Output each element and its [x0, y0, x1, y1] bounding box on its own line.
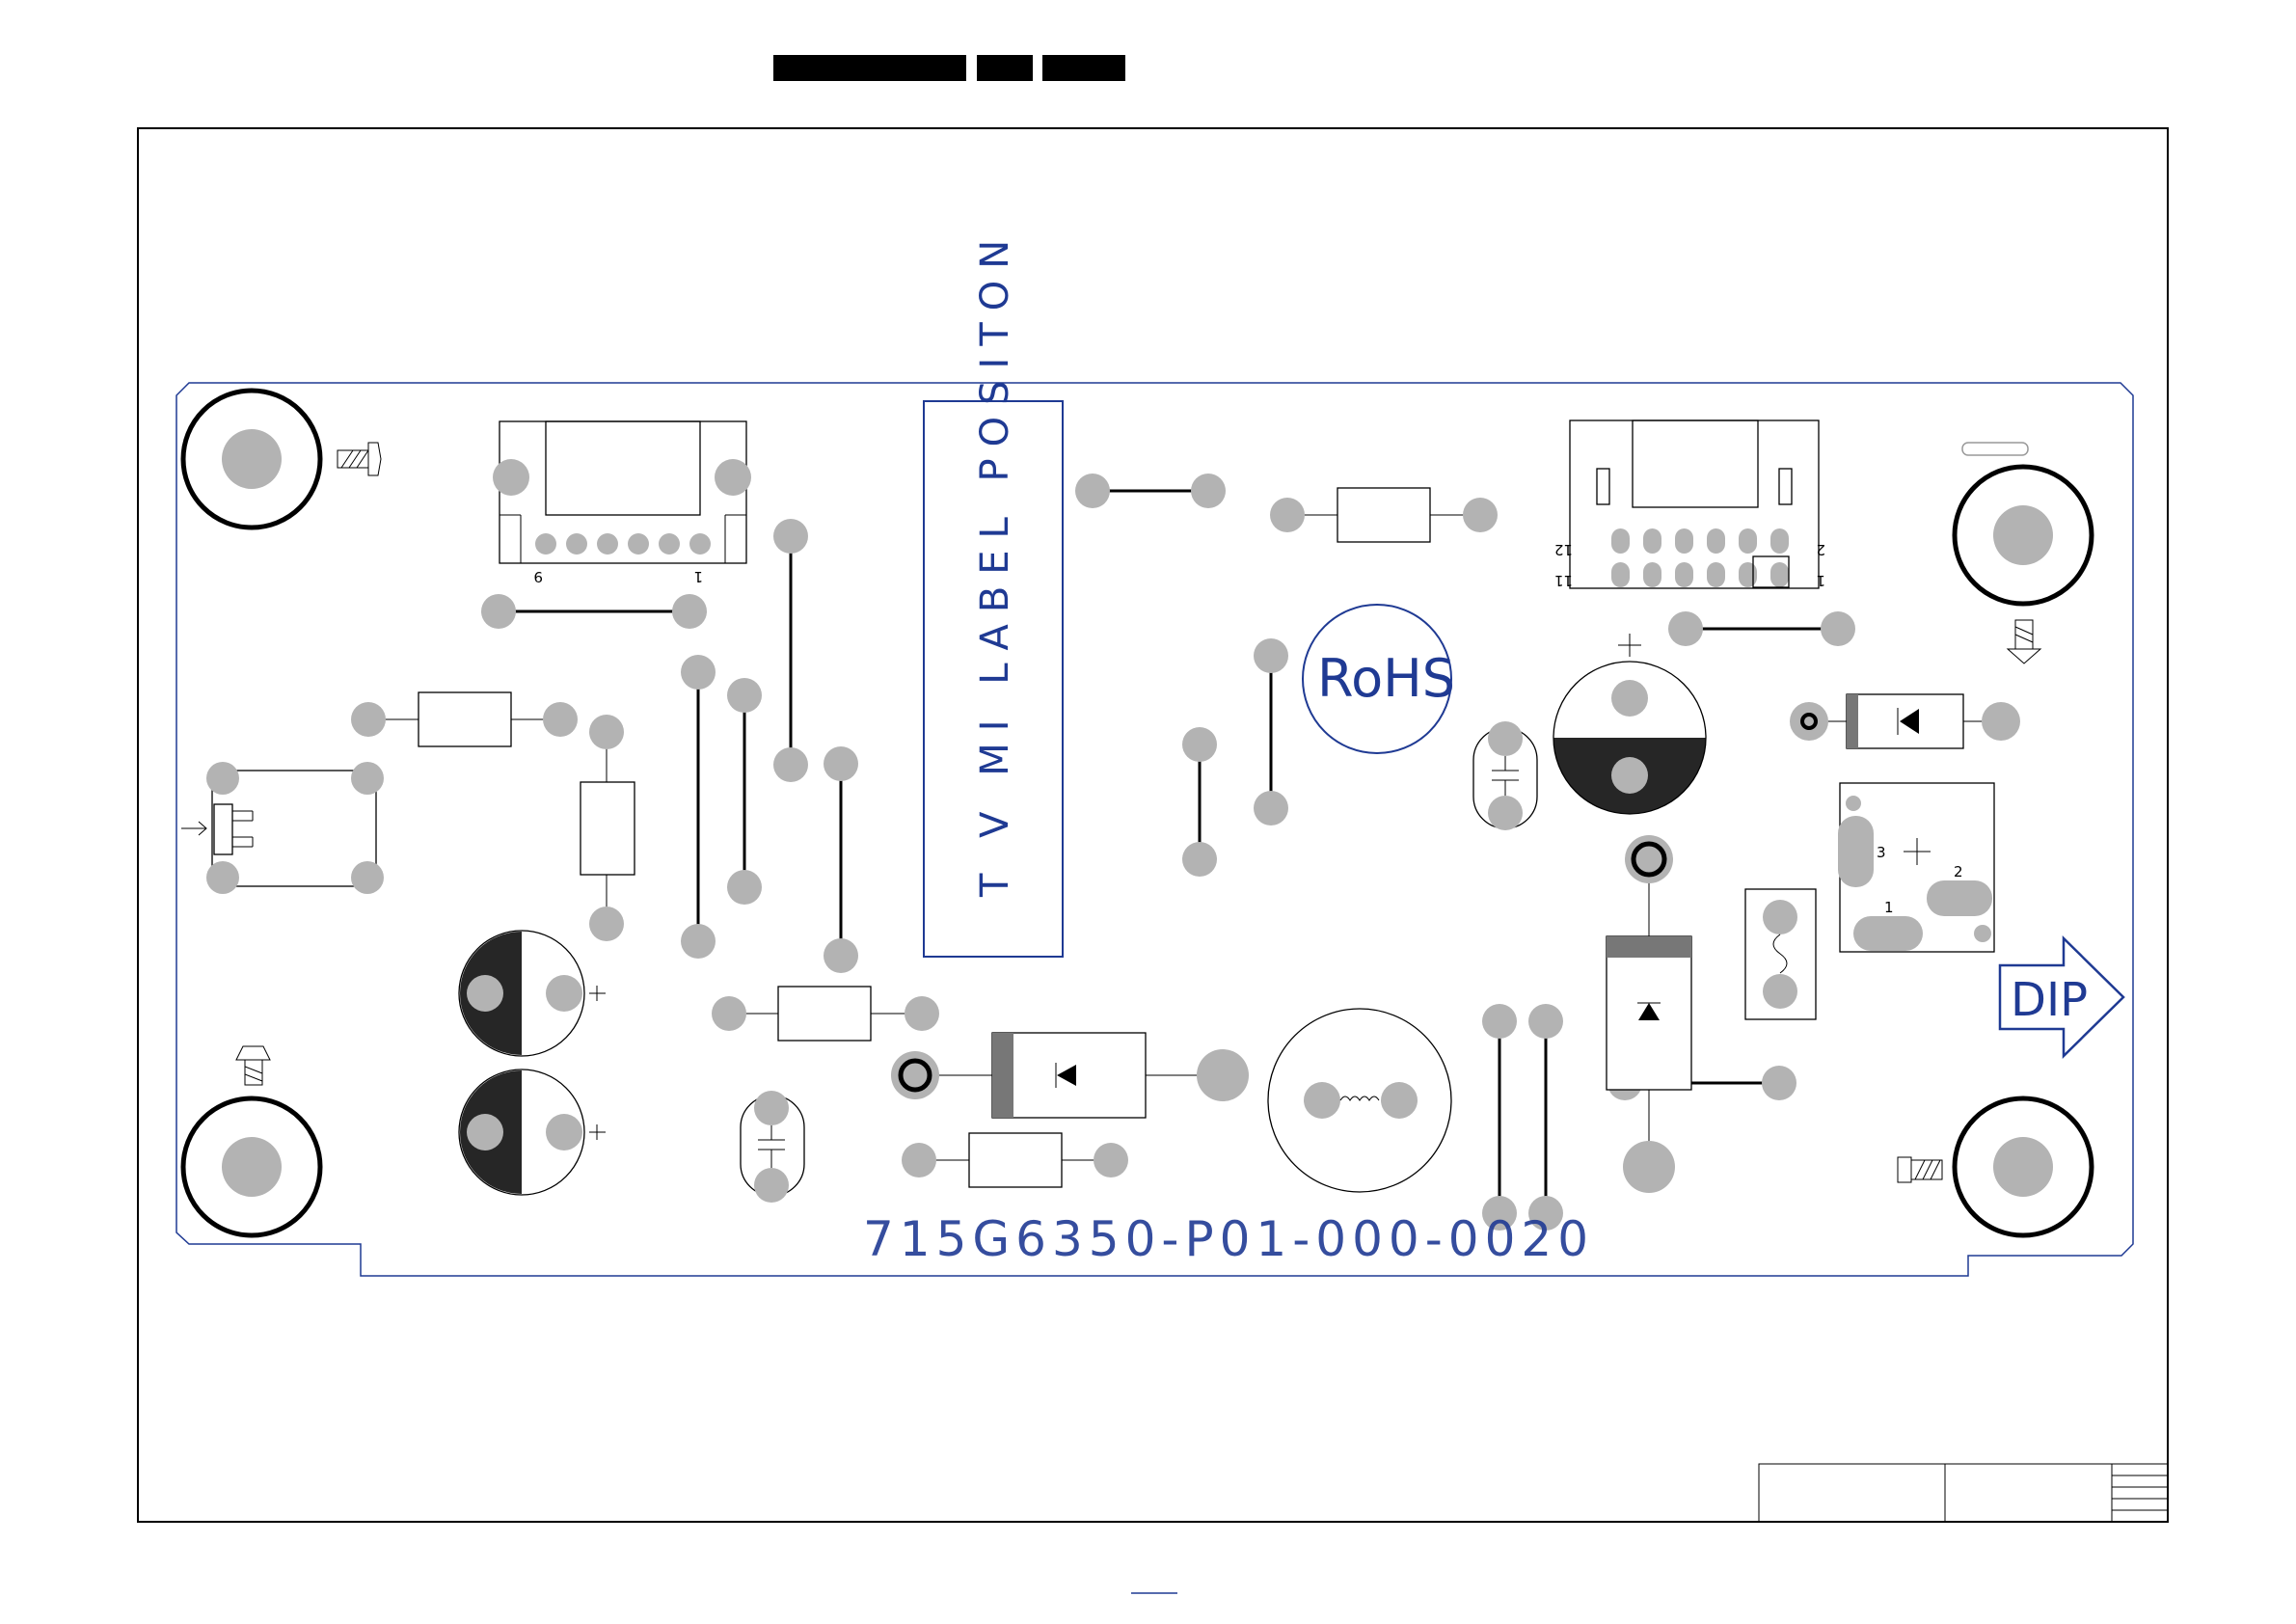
- header-redaction-bars: [773, 55, 1125, 81]
- mounting-hole-bottom-left: [183, 1098, 320, 1235]
- electrolytic-capacitor-left-upper: [459, 931, 606, 1056]
- regulator-pin-2-label: 2: [1954, 863, 1963, 880]
- title-block: [1759, 1464, 2168, 1522]
- electrolytic-capacitor-left-lower: [459, 1069, 606, 1195]
- diode-vertical: [1607, 835, 1691, 1193]
- electrolytic-capacitor-large: [1553, 634, 1706, 814]
- connector-right-pin-12-label: 12: [1554, 541, 1573, 558]
- dip-direction-arrow: DIP: [2000, 938, 2123, 1056]
- mounting-hole-top-right: [1955, 443, 2092, 604]
- connector-left-header: 9 1: [493, 421, 751, 585]
- regulator-pin-1-label: 1: [1884, 899, 1894, 916]
- connector-left-pin-first-label: 9: [533, 568, 543, 585]
- label-position-text: T V MI LABEL POSITON: [973, 229, 1017, 898]
- resistor-left-vertical: [581, 715, 635, 941]
- dip-arrow-text: DIP: [2011, 973, 2088, 1027]
- connector-right-header: 12 2 11 1: [1554, 420, 1825, 589]
- screw-icon-bottom-right: [1898, 1157, 1942, 1182]
- mounting-hole-top-left: [183, 391, 320, 528]
- diode-horizontal: [891, 1033, 1249, 1118]
- screw-icon-bottom-left: [236, 1046, 270, 1085]
- resistor-top-center: [1270, 488, 1498, 542]
- rohs-logo-text: RoHS: [1317, 648, 1455, 709]
- mounting-hole-bottom-right: [1955, 1098, 2092, 1235]
- fuse: [1745, 889, 1816, 1019]
- zener-diode: [1790, 694, 2020, 748]
- connector-right-pin-2-label: 2: [1816, 541, 1825, 558]
- ceramic-capacitor-bottom: [741, 1091, 804, 1203]
- screw-icon-top-right: [2008, 620, 2040, 663]
- resistor-left-horizontal: [351, 692, 578, 746]
- voltage-regulator: 3 2 1: [1838, 783, 1994, 952]
- ceramic-capacitor-center: [1473, 721, 1537, 830]
- resistor-center-b: [902, 1133, 1128, 1187]
- resistor-center-a: [712, 987, 939, 1041]
- board-part-number: 715G6350-P01-000-0020: [863, 1211, 1594, 1267]
- connector-2pin-left: [181, 762, 384, 894]
- connector-right-pin-1-label: 1: [1816, 572, 1825, 589]
- connector-right-pin-11-label: 11: [1554, 572, 1573, 589]
- screw-icon-top-left: [338, 443, 381, 475]
- label-position-box: T V MI LABEL POSITON: [924, 229, 1063, 957]
- inductor-coil: [1268, 1009, 1451, 1192]
- connector-left-pin-last-label: 1: [693, 568, 703, 585]
- regulator-pin-3-label: 3: [1877, 844, 1886, 861]
- rohs-logo: RoHS: [1303, 605, 1455, 753]
